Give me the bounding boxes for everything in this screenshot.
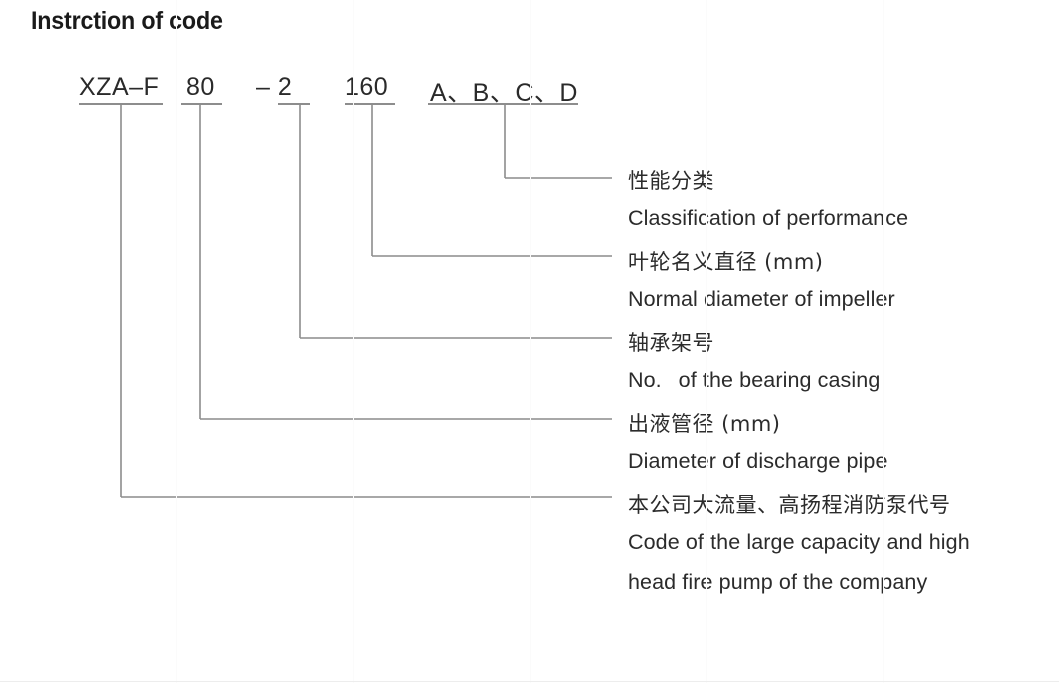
label-discharge-pipe-en: Diameter of discharge pipe xyxy=(628,449,888,473)
label-company-code-cn: 本公司大流量、高扬程消防泵代号 xyxy=(628,493,951,517)
scan-seam-1 xyxy=(353,0,354,683)
code-segment-bearing-no: – 2 xyxy=(256,73,293,101)
label-impeller-diameter-cn: 叶轮名义直径 (mm) xyxy=(628,250,824,274)
label-company-code-en-line1: Code of the large capacity and high xyxy=(628,530,970,554)
label-bearing-casing-cn: 轴承架号 xyxy=(628,331,714,355)
label-performance-class-en: Classification of performance xyxy=(628,206,909,230)
label-performance-class-cn: 性能分类 xyxy=(628,169,714,193)
code-segment-impeller-diameter: 160 xyxy=(345,73,389,101)
bottom-rule xyxy=(0,681,1059,682)
label-discharge-pipe-cn: 出液管径 (mm) xyxy=(628,412,781,436)
label-bearing-casing-en: No. of the bearing casing xyxy=(628,368,881,392)
page-title: Instrction of code xyxy=(31,7,223,35)
code-segment-performance-class: A、B、C、D xyxy=(430,79,578,107)
code-segment-series: XZA–F xyxy=(79,73,160,101)
label-impeller-diameter-en: Normal diameter of impeller xyxy=(628,287,895,311)
label-company-code-en-line2: head fire pump of the company xyxy=(628,570,928,594)
code-segment-discharge-diameter: 80 xyxy=(186,73,215,101)
scan-seam-0 xyxy=(176,0,177,683)
